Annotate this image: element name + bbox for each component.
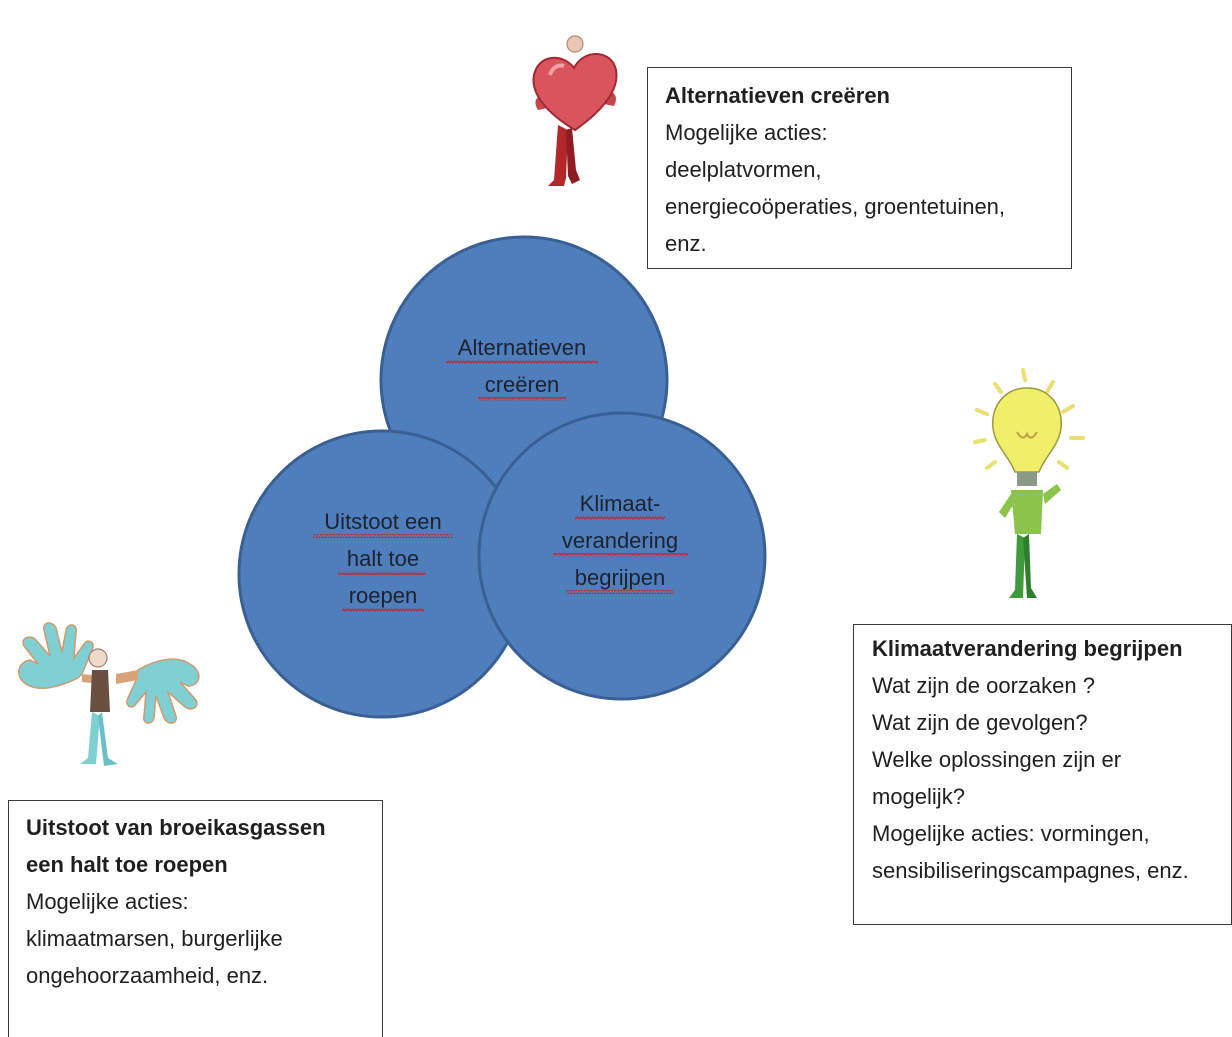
box-line: ongehoorzaamheid, enz.	[26, 963, 269, 988]
box-title-line-1: Uitstoot van broeikasgassen	[26, 815, 326, 840]
box-line: Mogelijke acties: vormingen,	[872, 821, 1150, 846]
circle-left-label-1: Uitstoot een	[324, 509, 441, 534]
box-line: Mogelijke acties:	[665, 120, 828, 145]
box-line: sensibiliseringscampagnes, enz.	[872, 858, 1189, 883]
box-title: Klimaatverandering begrijpen	[872, 636, 1183, 661]
circle-top-label-1: Alternatieven	[458, 335, 586, 360]
box-line: klimaatmarsen, burgerlijke	[26, 926, 283, 951]
box-line: deelplatvormen,	[665, 157, 822, 182]
circle-right-label-1: Klimaat-	[580, 491, 661, 516]
circle-top-label-2: creëren	[485, 372, 560, 397]
info-box-klimaatverandering: Klimaatverandering begrijpen Wat zijn de…	[853, 624, 1232, 925]
box-line: energiecoöperaties, groentetuinen,	[665, 194, 1006, 219]
box-line: Wat zijn de gevolgen?	[872, 710, 1088, 735]
figure-holding-heart-icon	[532, 35, 618, 186]
circle-left-label-3: roepen	[349, 583, 418, 608]
circle-right-label-3: begrijpen	[575, 565, 666, 590]
figure-with-big-hands-icon	[18, 622, 200, 766]
box-line: mogelijk?	[872, 784, 965, 809]
box-line: Wat zijn de oorzaken ?	[872, 673, 1095, 698]
box-line: Mogelijke acties:	[26, 889, 189, 914]
lightbulb-head-figure-icon	[973, 368, 1085, 598]
box-line: Welke oplossingen zijn er	[872, 747, 1122, 772]
box-title-line-2: een halt toe roepen	[26, 852, 228, 877]
circle-left-label-2: halt toe	[347, 546, 419, 571]
box-title: Alternatieven creëren	[665, 83, 890, 108]
info-box-alternatieven: Alternatieven creëren Mogelijke acties: …	[647, 67, 1072, 269]
info-box-uitstoot: Uitstoot van broeikasgassen een halt toe…	[8, 800, 383, 1037]
circle-right-label-2: verandering	[562, 528, 678, 553]
box-line: enz.	[665, 231, 707, 256]
